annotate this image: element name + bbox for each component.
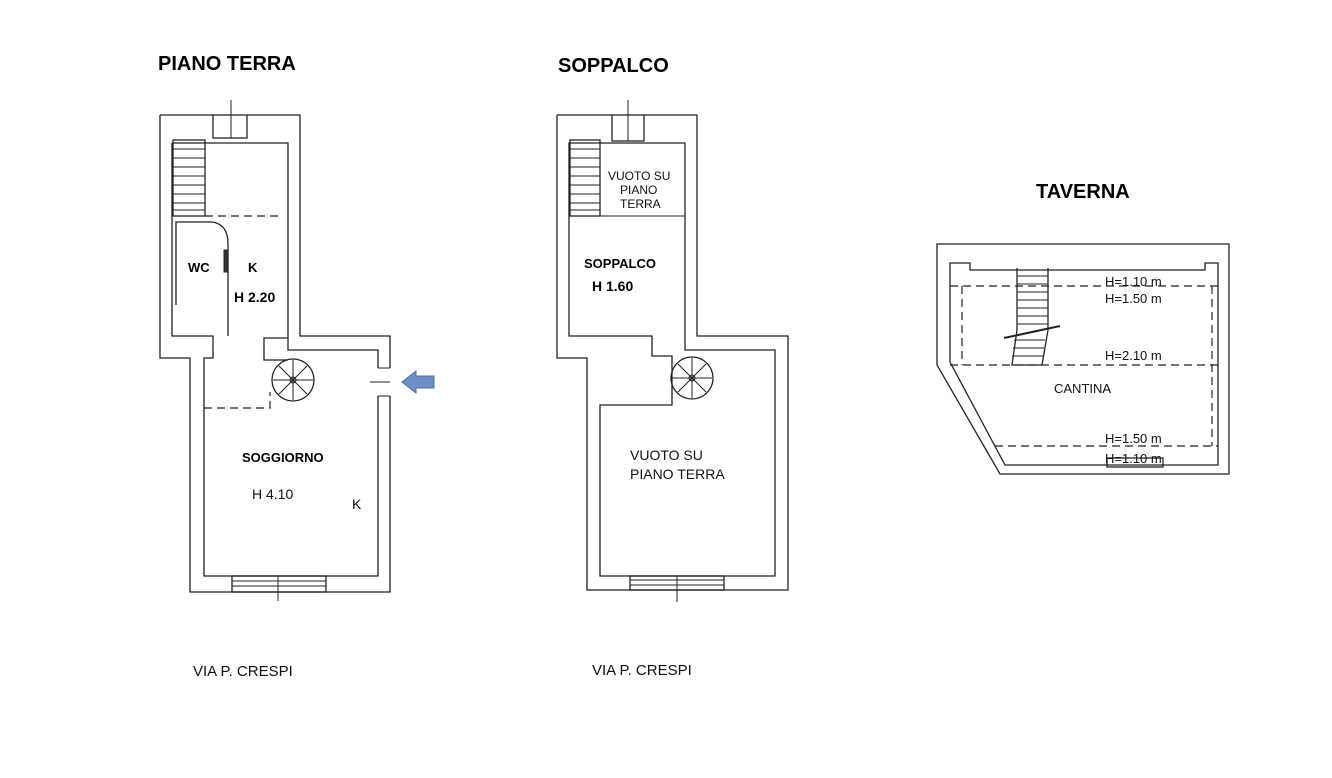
- piano-terra-title: PIANO TERRA: [158, 53, 296, 75]
- loft-height-label: H 1.60: [592, 278, 633, 294]
- top-window: [212, 114, 248, 139]
- street-label: VIA P. CRESPI: [193, 663, 293, 680]
- void-upper-line-2: PIANO: [620, 183, 657, 197]
- arrow-left-icon: [401, 369, 435, 395]
- kitchen-height-label: H 2.20: [234, 289, 275, 305]
- soppalco-walls: [556, 100, 789, 602]
- street-label: VIA P. CRESPI: [592, 662, 692, 679]
- living-kitchen-label: K: [352, 496, 362, 512]
- cantina-label: CANTINA: [1054, 381, 1111, 396]
- spiral-stair-icon: [670, 356, 714, 400]
- height-label-1: H=1.10 m: [1105, 274, 1162, 289]
- loft-label: SOPPALCO: [584, 256, 656, 271]
- taverna-title: TAVERNA: [1036, 181, 1130, 203]
- height-label-2: H=1.50 m: [1105, 291, 1162, 306]
- soffit-line: [204, 392, 271, 409]
- stair-icon: [172, 139, 206, 217]
- wc-partition: [175, 221, 229, 336]
- wc-label: WC: [188, 260, 210, 275]
- entrance-door: [370, 367, 390, 397]
- piano-terra-plan: PIANO TERRA: [158, 53, 435, 680]
- bottom-window-panes: [232, 580, 326, 587]
- wall-stub: [263, 337, 288, 361]
- void-lower-line-1: VUOTO SU: [630, 447, 703, 463]
- height-label-3: H=2.10 m: [1105, 348, 1162, 363]
- taverna-plan: TAVERNA H=1.10 m H=1.50 m H=2.10 m CANTI…: [936, 181, 1230, 475]
- inner-wall: [568, 142, 776, 577]
- living-room-label: SOGGIORNO: [242, 450, 324, 465]
- height-label-5: H=1.10 m: [1105, 451, 1162, 466]
- soppalco-plan: SOPPALCO VUOTO SU PIANO TE: [556, 55, 789, 679]
- bottom-window: [231, 575, 327, 593]
- taverna-walls: [936, 243, 1230, 475]
- height-label-4: H=1.50 m: [1105, 431, 1162, 446]
- stair-icon: [569, 139, 601, 217]
- piano-terra-walls: [159, 100, 391, 601]
- outer-wall: [556, 114, 789, 591]
- inner-wall: [949, 262, 1219, 466]
- wc-door: [223, 249, 229, 273]
- inner-wall: [171, 142, 379, 577]
- bottom-door: [1106, 457, 1164, 468]
- outer-wall: [159, 114, 391, 593]
- living-height-label: H 4.10: [252, 486, 293, 502]
- outer-wall: [936, 243, 1230, 475]
- soppalco-title: SOPPALCO: [558, 55, 669, 77]
- spiral-stair-icon: [271, 358, 315, 402]
- stair-icon: [1003, 268, 1061, 366]
- void-upper-line-3: TERRA: [620, 197, 661, 211]
- void-lower-line-2: PIANO TERRA: [630, 466, 725, 482]
- void-upper-line-1: VUOTO SU: [608, 169, 670, 183]
- kitchen-label: K: [248, 260, 258, 275]
